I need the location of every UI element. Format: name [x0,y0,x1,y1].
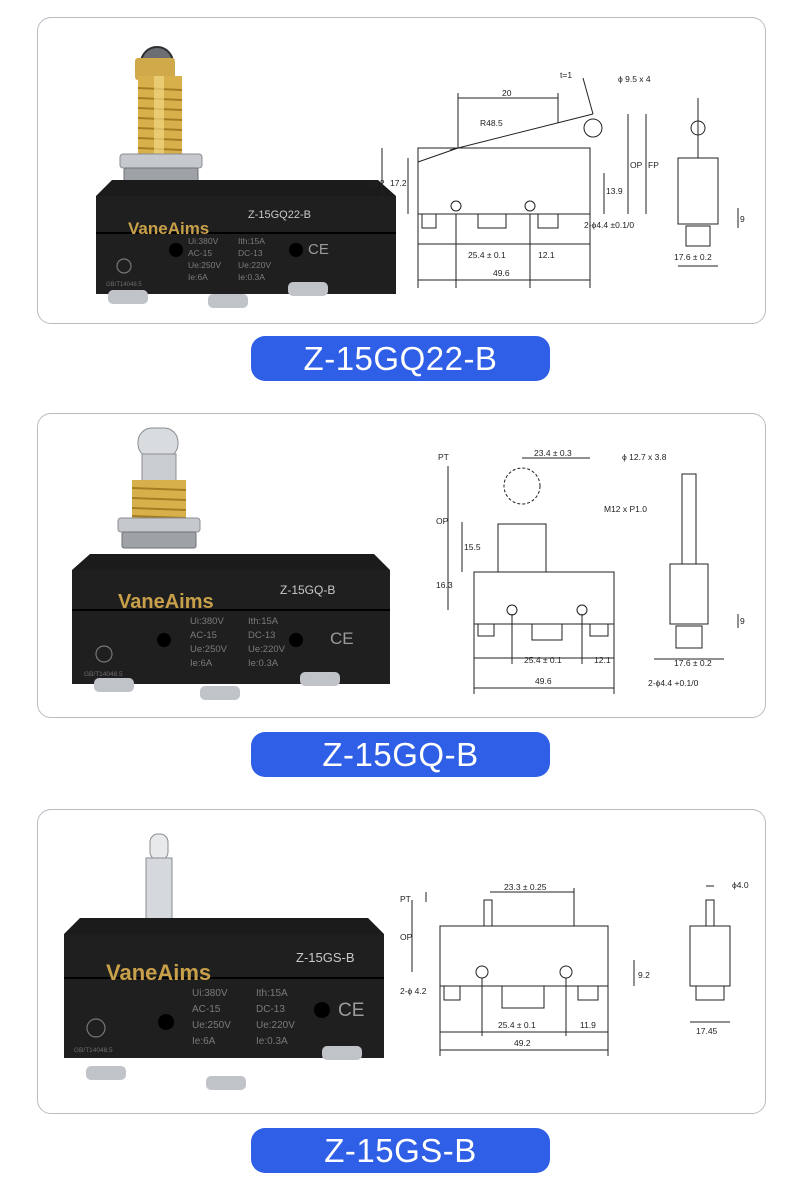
standard-mark: GB/T14048.5 [74,1047,113,1054]
spec-text: Ie:6A [190,658,213,669]
switch-model-print-2: Z-15GQ-B [280,583,335,597]
dim-label: 49.6 [535,676,552,686]
dim-label: 23.4 ± 0.3 [534,448,572,458]
ccc-logo-icon [95,645,113,663]
dim-label: 25.4 ± 0.1 [524,655,562,665]
switch-photo-2: VaneAims Z-15GQ-B Ui:380V AC-15 Ue:250V … [72,427,390,700]
switch-brand-3: VaneAims [106,960,211,985]
spec-text: Ie:6A [188,272,208,282]
dim-label: 20.2 [368,178,385,188]
drawing-3-labels: PT 23.3 ± 0.25 OP 2-ϕ 4.2 9.2 25.4 ± 0.1… [400,880,749,1048]
spec-text: Ie:0.3A [248,658,279,669]
product-card-1: VaneAims Z-15GQ22-B Ui:380V AC-15 Ue:250… [37,17,766,324]
ce-mark-icon: CE [338,1000,364,1021]
spec-text: DC-13 [238,248,263,258]
dim-label: 17.45 [696,1026,718,1036]
dim-label: 9 [740,214,745,224]
spec-text: Ue:250V [192,1020,231,1031]
dim-label: 49.6 [493,268,510,278]
dim-label: t=1 [560,70,572,80]
dim-label: 16.3 [436,580,453,590]
dim-label: 12.1 [594,655,611,665]
spec-text: Ith:15A [248,616,279,627]
technical-drawing-1 [381,77,739,288]
spec-text: Ue:220V [248,644,286,655]
spec-text: Ue:250V [188,260,221,270]
spec-text: AC-15 [192,1004,221,1015]
dim-label: ϕ 12.7 x 3.8 [622,452,667,462]
model-label-2: Z-15GQ-B [251,732,550,777]
spec-text: Ue:220V [238,260,271,270]
spec-text: Ue:220V [256,1020,295,1031]
spec-text: Ui:380V [192,988,228,999]
spec-text: Ue:250V [190,644,228,655]
product-1-illustration: VaneAims Z-15GQ22-B Ui:380V AC-15 Ue:250… [96,46,745,308]
dim-label: ϕ4.0 [732,880,749,890]
dim-label: PT [438,452,449,462]
ce-mark-icon: CE [308,241,329,258]
dim-label: OP [436,516,449,526]
switch-model-print-1: Z-15GQ22-B [248,209,311,221]
dim-label: 12.1 [538,250,555,260]
dim-label: PT [400,894,411,904]
dim-label: 9.2 [638,970,650,980]
product-2-illustration: VaneAims Z-15GQ-B Ui:380V AC-15 Ue:250V … [72,427,745,700]
dim-label: 17.2 [390,178,407,188]
dim-label: 11.9 [580,1020,596,1030]
dim-label: FP [648,160,659,170]
standard-mark: GB/T14048.5 [106,282,142,288]
dim-label: M12 x P1.0 [604,504,647,514]
standard-mark: GB/T14048.5 [84,671,123,678]
dim-label: ϕ 9.5 x 4 [618,74,651,84]
dim-label: OP [400,932,413,942]
dim-label: 9 [740,616,745,626]
dim-label: 17.6 ± 0.2 [674,658,712,668]
dim-label: 25.4 ± 0.1 [468,250,506,260]
model-label-1: Z-15GQ22-B [251,336,550,381]
product-card-3: VaneAims Z-15GS-B Ui:380V AC-15 Ue:250V … [37,809,766,1114]
switch-brand-1: VaneAims [128,219,209,238]
dim-label: 23.3 ± 0.25 [504,882,547,892]
dim-label: 17.6 ± 0.2 [674,252,712,262]
spec-text: DC-13 [248,630,275,641]
technical-drawing-3 [411,885,731,1056]
spec-text: Ui:380V [188,236,219,246]
product-card-2: VaneAims Z-15GQ-B Ui:380V AC-15 Ue:250V … [37,413,766,718]
spec-text: AC-15 [190,630,217,641]
spec-text: Ith:15A [238,236,265,246]
switch-model-print-3: Z-15GS-B [296,950,355,965]
dim-label: OP [630,160,643,170]
drawing-1-labels: 20 R48.5 t=1 ϕ 9.5 x 4 20.2 17.2 13.9 OP… [368,70,745,278]
product-3-illustration: VaneAims Z-15GS-B Ui:380V AC-15 Ue:250V … [64,833,749,1090]
dim-label: 13.9 [606,186,623,196]
spec-text: DC-13 [256,1004,285,1015]
technical-drawing-2 [447,457,739,694]
dim-label: 2-ϕ 4.2 [400,986,427,996]
spec-text: Ie:0.3A [238,272,265,282]
dim-label: R48.5 [480,118,503,128]
drawing-2-labels: PT 23.4 ± 0.3 ϕ 12.7 x 3.8 M12 x P1.0 OP… [436,448,745,688]
dim-label: 2-ϕ4.4 +0.1/0 [648,678,699,688]
spec-text: Ie:6A [192,1036,216,1047]
ccc-logo-icon [116,258,132,274]
dim-label: 20 [502,88,512,98]
dim-label: 15.5 [464,542,481,552]
switch-brand-2: VaneAims [118,591,214,613]
switch-photo-1: VaneAims Z-15GQ22-B Ui:380V AC-15 Ue:250… [96,46,396,308]
model-label-3: Z-15GS-B [251,1128,550,1173]
dim-label: 25.4 ± 0.1 [498,1020,536,1030]
spec-text: Ui:380V [190,616,224,627]
spec-text: Ie:0.3A [256,1036,288,1047]
ccc-logo-icon [86,1018,106,1038]
spec-text: AC-15 [188,248,212,258]
spec-text: Ith:15A [256,988,288,999]
dim-label: 2-ϕ4.4 ±0.1/0 [584,220,634,230]
dim-label: 49.2 [514,1038,531,1048]
ce-mark-icon: CE [330,629,354,648]
switch-photo-3: VaneAims Z-15GS-B Ui:380V AC-15 Ue:250V … [64,833,384,1090]
